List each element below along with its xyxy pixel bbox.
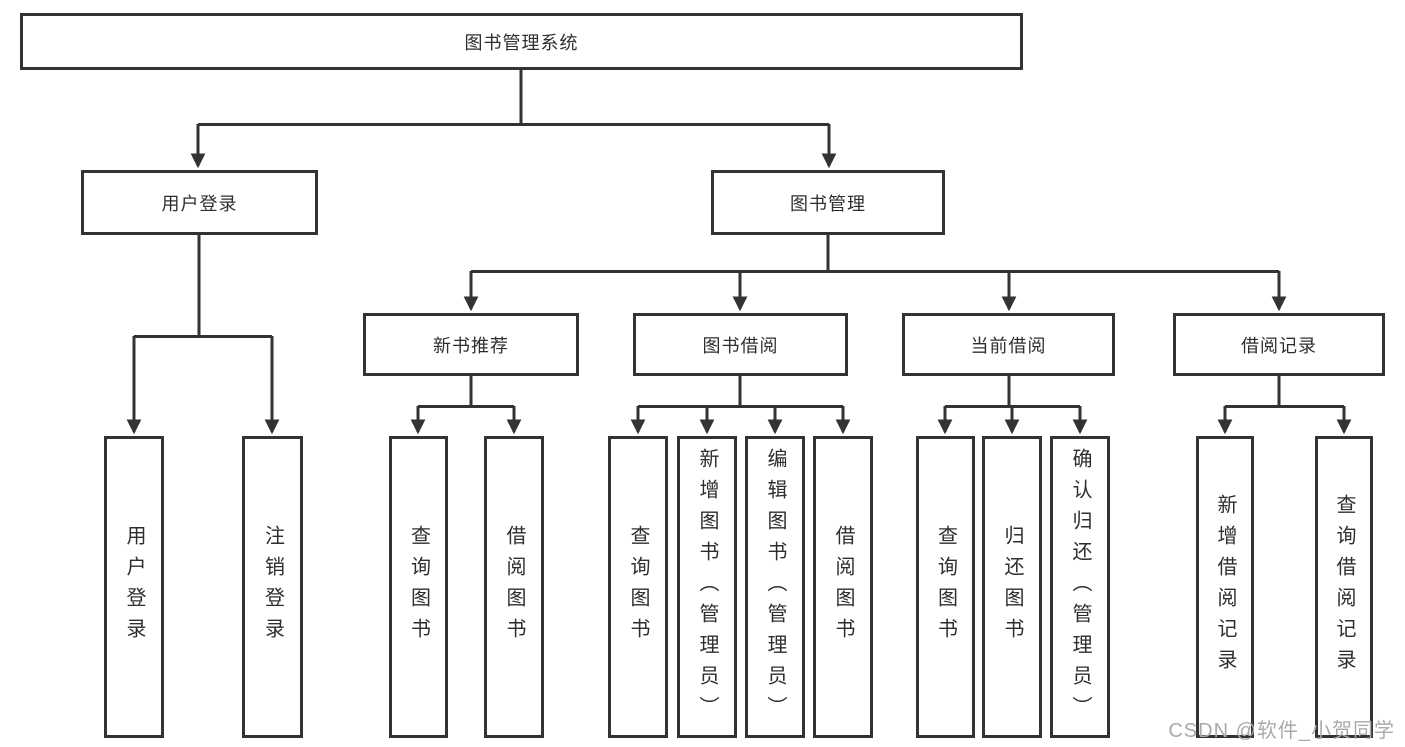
connector-user-login-trunk [134, 235, 272, 338]
node-label: 查询图书 [934, 525, 957, 649]
node-label: 借阅图书 [503, 525, 525, 649]
node-label: 查询图书 [407, 525, 430, 649]
node-borrow-books-borrowing: 借阅图书 [813, 436, 873, 738]
node-user-login-branch: 用户登录 [81, 170, 318, 235]
node-borrow-books-recommend: 借阅图书 [484, 436, 544, 738]
node-label: 新增图书（管理员） [696, 447, 718, 727]
node-query-books-current: 查询图书 [916, 436, 975, 738]
watermark-text: CSDN @软件_小贺同学 [1168, 720, 1395, 742]
node-library-management-system: 图书管理系统 [20, 13, 1023, 70]
node-new-book-recommend: 新书推荐 [363, 313, 579, 376]
connector-root-trunk [198, 70, 829, 126]
node-borrowing-records: 借阅记录 [1173, 313, 1385, 376]
node-book-borrowing: 图书借阅 [633, 313, 848, 376]
connector-records-trunk [1225, 376, 1344, 408]
connector-new-book-trunk [418, 376, 514, 408]
node-label: 编辑图书（管理员） [764, 447, 786, 727]
node-label: 新增借阅记录 [1214, 494, 1236, 680]
node-user-login-leaf: 用户登录 [104, 436, 164, 738]
node-label: 借阅图书 [832, 525, 854, 649]
node-add-borrow-record: 新增借阅记录 [1196, 436, 1254, 738]
node-query-borrow-record: 查询借阅记录 [1315, 436, 1373, 738]
node-add-books-admin: 新增图书（管理员） [677, 436, 737, 738]
connector-book-management-trunk [471, 235, 1279, 273]
node-confirm-return-admin: 确认归还（管理员） [1050, 436, 1110, 738]
node-label: 查询借阅记录 [1333, 494, 1355, 680]
node-query-books-recommend: 查询图书 [389, 436, 448, 738]
node-book-management-branch: 图书管理 [711, 170, 945, 235]
node-label: 归还图书 [1001, 525, 1023, 649]
node-label: 确认归还（管理员） [1069, 447, 1091, 727]
node-label: 查询图书 [627, 525, 649, 649]
connector-current-trunk [945, 376, 1080, 408]
node-current-borrowing: 当前借阅 [902, 313, 1115, 376]
node-edit-books-admin: 编辑图书（管理员） [745, 436, 805, 738]
node-return-books: 归还图书 [982, 436, 1042, 738]
node-query-books-borrowing: 查询图书 [608, 436, 668, 738]
connector-borrowing-trunk [638, 376, 843, 408]
node-logout-leaf: 注销登录 [242, 436, 303, 738]
node-label: 注销登录 [261, 525, 284, 649]
node-label: 用户登录 [123, 525, 145, 649]
